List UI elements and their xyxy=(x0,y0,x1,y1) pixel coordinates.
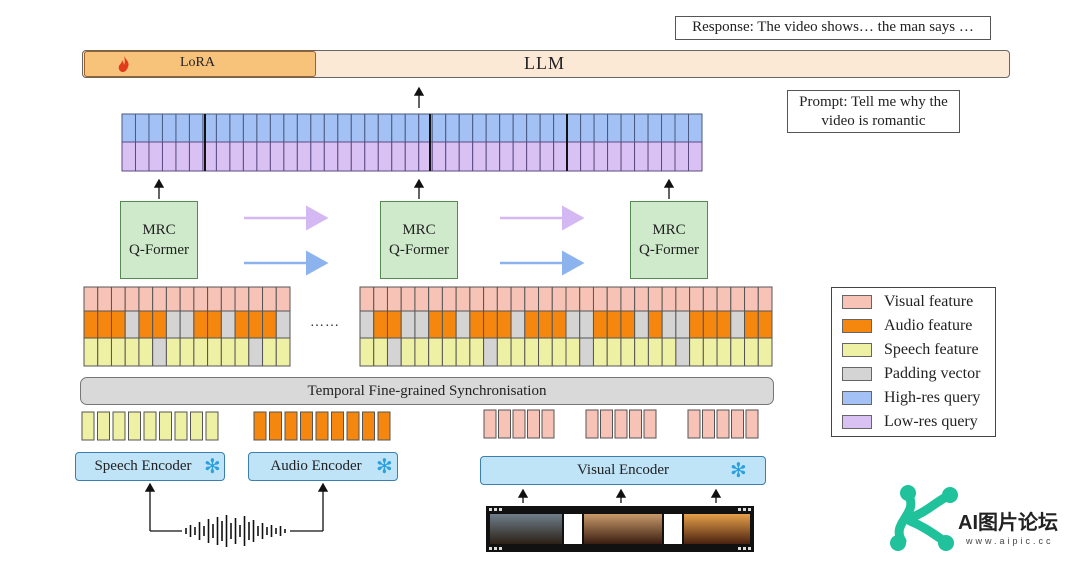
watermark-title: AI图片论坛 xyxy=(958,512,1058,534)
response-text: Response: The video shows… the man says … xyxy=(692,19,974,35)
qformer-label-line1: MRC xyxy=(142,222,176,238)
audio-encoder-label: Audio Encoder xyxy=(270,458,362,474)
speech-output-token xyxy=(159,411,172,441)
prompt-line-2: video is romantic xyxy=(821,113,926,129)
audio-output-token xyxy=(331,411,344,441)
visual-output-token xyxy=(731,409,744,439)
legend: Visual feature Audio feature Speech feat… xyxy=(831,287,996,437)
speech-output-token xyxy=(97,411,110,441)
audio-output-token xyxy=(269,411,282,441)
audio-output-token xyxy=(253,411,267,441)
temporal-sync-label: Temporal Fine-grained Synchronisation xyxy=(307,382,547,399)
visual-encoder: Visual Encoder xyxy=(480,456,766,485)
visual-output-token xyxy=(629,409,642,439)
legend-item-visual: Visual feature xyxy=(842,292,973,312)
speech-output-token xyxy=(81,411,95,441)
audio-output-token xyxy=(362,411,375,441)
visual-output-token xyxy=(498,409,511,439)
visual-output-token xyxy=(600,409,613,439)
speech-feature-token xyxy=(275,337,291,367)
prompt-line-1: Prompt: Tell me why the xyxy=(799,94,948,110)
legend-label: Speech feature xyxy=(884,341,979,358)
legend-label: Low-res query xyxy=(884,413,978,430)
audio-output-token xyxy=(346,411,360,441)
qformer-label-line1: MRC xyxy=(402,222,436,238)
ellipsis: …… xyxy=(310,315,340,330)
visual-output-token xyxy=(614,409,628,439)
qformer-label-line2: Q-Former xyxy=(389,242,449,258)
legend-swatch xyxy=(842,391,872,405)
visual-output-token xyxy=(585,409,599,439)
flame-icon xyxy=(118,56,129,72)
legend-label: High-res query xyxy=(884,389,981,406)
response-box: Response: The video shows… the man says … xyxy=(675,16,991,40)
qformer-label-line1: MRC xyxy=(652,222,686,238)
watermark-logo-icon xyxy=(890,485,958,551)
legend-item-speech: Speech feature xyxy=(842,340,979,360)
speech-output-token xyxy=(143,411,157,441)
visual-output-token xyxy=(745,409,759,439)
qformer-label-line2: Q-Former xyxy=(129,242,189,258)
visual-output-token xyxy=(483,409,497,439)
speech-output-token xyxy=(112,411,126,441)
legend-label: Visual feature xyxy=(884,293,974,310)
visual-output-token xyxy=(643,409,657,439)
mrc-qformer-1: MRC Q-Former xyxy=(120,201,198,279)
audio-output-token xyxy=(300,411,313,441)
legend-item-audio: Audio feature xyxy=(842,316,972,336)
legend-item-padding: Padding vector xyxy=(842,364,980,384)
visual-output-token xyxy=(527,409,540,439)
low-res-query-token xyxy=(688,141,703,172)
audio-output-token xyxy=(377,411,391,441)
audio-output-token xyxy=(284,411,298,441)
visual-encoder-label: Visual Encoder xyxy=(577,462,669,478)
snowflake-icon: ✻ xyxy=(730,458,747,482)
video-filmstrip-icon xyxy=(486,506,754,552)
watermark-url: www.aipic.cc xyxy=(966,536,1054,546)
legend-item-low-res: Low-res query xyxy=(842,412,978,432)
legend-swatch xyxy=(842,415,872,429)
lora-block xyxy=(84,51,316,77)
visual-output-token xyxy=(716,409,730,439)
legend-label: Audio feature xyxy=(884,317,973,334)
lora-label: LoRA xyxy=(180,55,215,70)
legend-swatch xyxy=(842,319,872,333)
speech-output-token xyxy=(205,411,219,441)
legend-swatch xyxy=(842,367,872,381)
qformer-label-line2: Q-Former xyxy=(639,242,699,258)
prompt-box: Prompt: Tell me why the video is romanti… xyxy=(787,90,960,133)
llm-label: LLM xyxy=(524,53,565,73)
audio-output-token xyxy=(315,411,329,441)
visual-output-token xyxy=(512,409,526,439)
mrc-qformer-3: MRC Q-Former xyxy=(630,201,708,279)
speech-encoder-label: Speech Encoder xyxy=(94,458,192,474)
snowflake-icon: ✻ xyxy=(376,454,393,478)
visual-output-token xyxy=(702,409,715,439)
speech-output-token xyxy=(128,411,141,441)
visual-output-token xyxy=(541,409,555,439)
visual-output-token xyxy=(687,409,701,439)
mrc-qformer-2: MRC Q-Former xyxy=(380,201,458,279)
temporal-sync-bar: Temporal Fine-grained Synchronisation xyxy=(80,377,774,405)
speech-output-token xyxy=(190,411,203,441)
legend-swatch xyxy=(842,295,872,309)
legend-swatch xyxy=(842,343,872,357)
audio-encoder: Audio Encoder xyxy=(248,452,398,481)
speech-encoder: Speech Encoder xyxy=(75,452,225,481)
legend-label: Padding vector xyxy=(884,365,981,382)
legend-item-high-res: High-res query xyxy=(842,388,980,408)
speech-feature-token xyxy=(757,337,773,367)
speech-output-token xyxy=(174,411,188,441)
snowflake-icon: ✻ xyxy=(204,454,221,478)
